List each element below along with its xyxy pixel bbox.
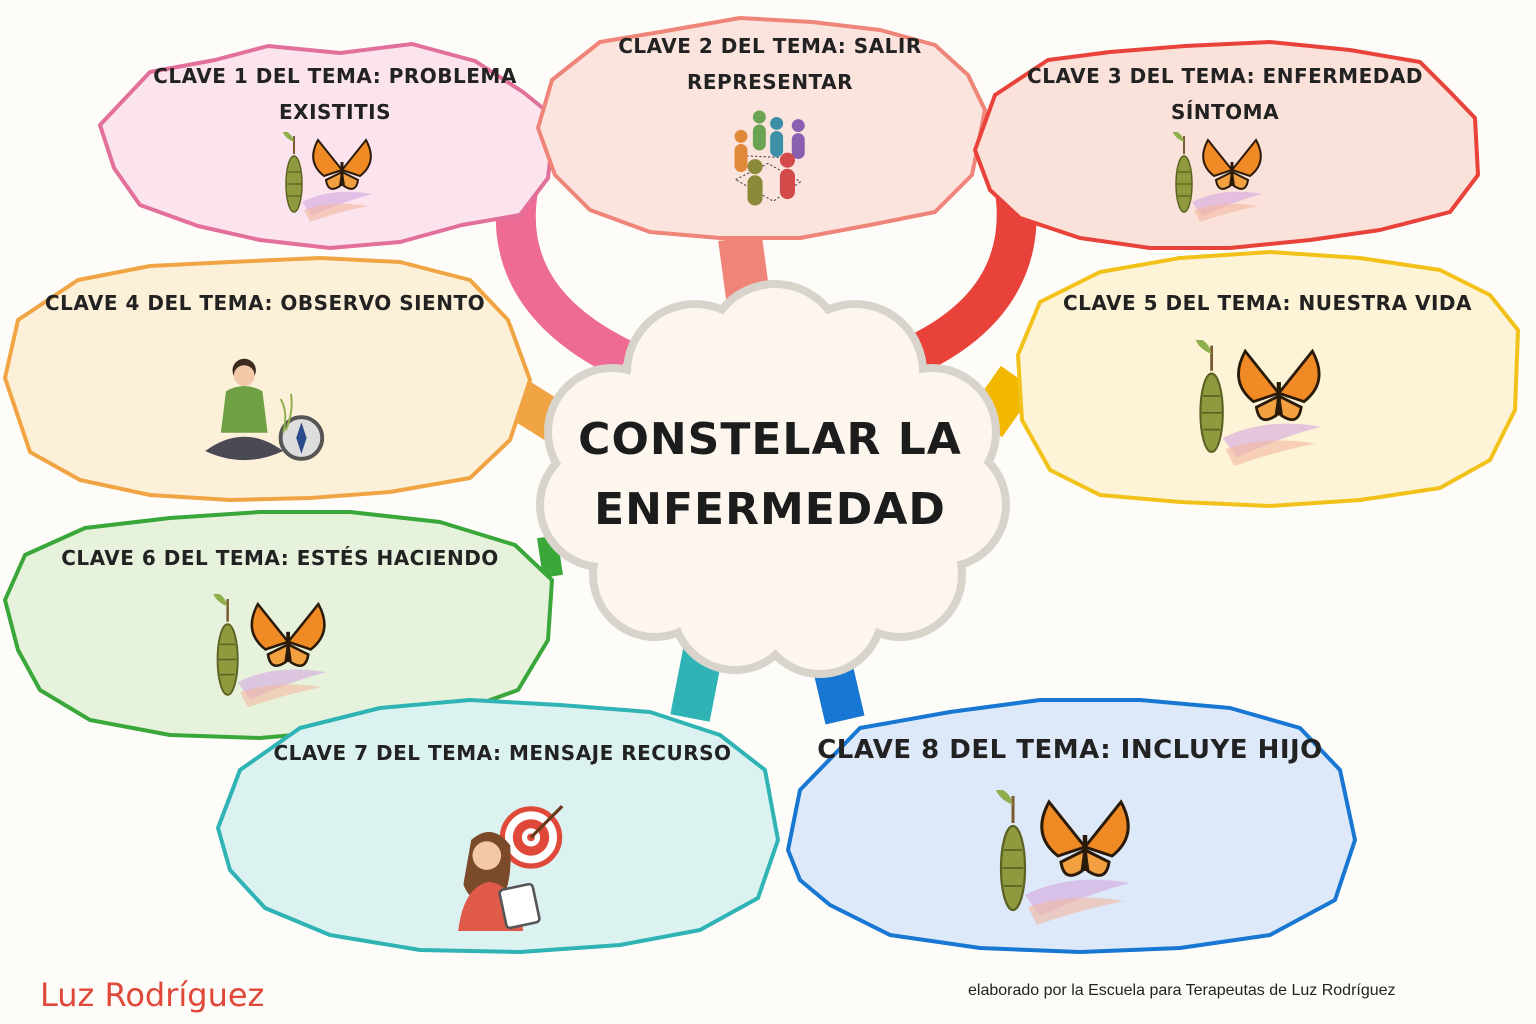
center-title-line1: CONSTELAR LA	[578, 414, 962, 465]
clave-6-line1: CLAVE 6 DEL TEMA: ESTÉS HACIENDO	[61, 546, 499, 570]
clave-2-line1: CLAVE 2 DEL TEMA: SALIR	[618, 34, 922, 58]
clave-3-line2: SÍNTOMA	[1170, 100, 1280, 124]
clave-7-line1: CLAVE 7 DEL TEMA: MENSAJE RECURSO	[273, 741, 732, 765]
credit-line: elaborado por la Escuela para Terapeutas…	[968, 982, 1396, 999]
clave-5-line1: CLAVE 5 DEL TEMA: NUESTRA VIDA	[1062, 291, 1473, 315]
center-title-line2: ENFERMEDAD	[594, 484, 946, 535]
clave-3-line1: CLAVE 3 DEL TEMA: ENFERMEDAD	[1027, 64, 1423, 88]
clave-6-label: CLAVE 6 DEL TEMA: ESTÉS HACIENDO	[30, 540, 530, 576]
clave-4-line1: CLAVE 4 DEL TEMA: OBSERVO SIENTO	[44, 291, 486, 315]
bubble-8	[786, 698, 1357, 954]
clave-3-label: CLAVE 3 DEL TEMA: ENFERMEDAD SÍNTOMA	[1005, 58, 1445, 130]
bubble-6	[3, 510, 554, 740]
bubble-4	[3, 256, 532, 502]
center-cloud	[536, 280, 1010, 678]
bubble-1	[98, 42, 557, 250]
clave-7-label: CLAVE 7 DEL TEMA: MENSAJE RECURSO	[245, 735, 760, 771]
center-title: CONSTELAR LA ENFERMEDAD	[560, 405, 980, 545]
clave-4-label: CLAVE 4 DEL TEMA: OBSERVO SIENTO	[20, 285, 510, 321]
clave-1-line2: EXISTITIS	[279, 100, 391, 124]
clave-5-label: CLAVE 5 DEL TEMA: NUESTRA VIDA	[1040, 285, 1495, 321]
clave-2-label: CLAVE 2 DEL TEMA: SALIR REPRESENTAR	[580, 28, 960, 100]
clave-1-label: CLAVE 1 DEL TEMA: PROBLEMA EXISTITIS	[130, 58, 540, 130]
clave-1-line1: CLAVE 1 DEL TEMA: PROBLEMA	[153, 64, 517, 88]
bubble-3	[973, 40, 1480, 250]
clave-2-line2: REPRESENTAR	[686, 70, 854, 94]
clave-8-line1: CLAVE 8 DEL TEMA: INCLUYE HIJO	[817, 735, 1323, 765]
author-name: Luz Rodríguez	[40, 976, 265, 1014]
connector-6	[537, 535, 563, 578]
bubble-7	[216, 698, 780, 954]
clave-8-label: CLAVE 8 DEL TEMA: INCLUYE HIJO	[805, 732, 1335, 768]
